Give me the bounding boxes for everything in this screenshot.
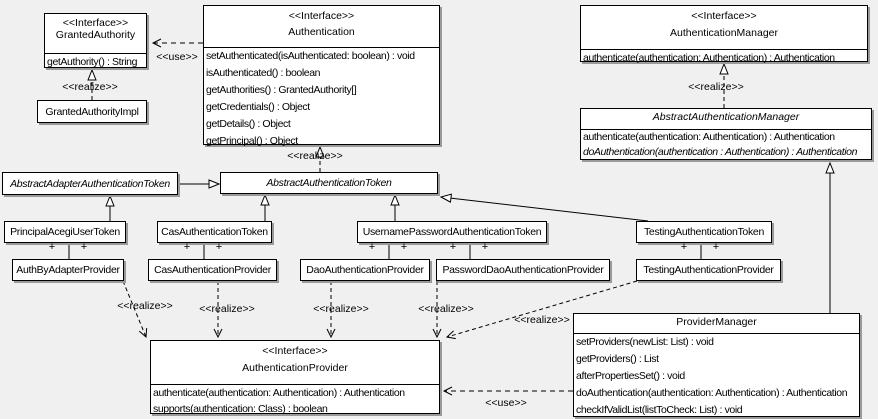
realize-stereotype-label: <<realize>> — [199, 303, 255, 315]
class-name: AbstractAuthenticationToken — [266, 177, 392, 189]
class-provider-manager: ProviderManager setProviders(newList: Li… — [573, 313, 860, 417]
association-end-plus: + — [80, 241, 88, 253]
member: afterPropertiesSet() : void — [576, 370, 685, 382]
realize-stereotype-label: <<realize>> — [514, 314, 570, 326]
class-name: DaoAuthenticationProvider — [306, 264, 424, 276]
realize-stereotype-label: <<realize>> — [313, 303, 369, 315]
member: getCredentials() : Object — [206, 101, 310, 113]
member: authenticate(authentication: Authenticat… — [153, 387, 405, 399]
use-stereotype-label: <<use>> — [485, 397, 527, 409]
class-dao-authentication-provider: DaoAuthenticationProvider — [300, 259, 430, 281]
class-name: ProviderManager — [676, 316, 757, 328]
member: checkIfValidList(listToCheck: List) : vo… — [576, 404, 743, 416]
association-end-plus: + — [400, 241, 408, 253]
class-authentication-provider: <<Interface>> AuthenticationProvider aut… — [150, 340, 440, 415]
member: getAuthority() : String — [47, 56, 138, 68]
edge-gen-testingauthenticationtoken — [439, 193, 649, 222]
association-end-plus: + — [481, 241, 489, 253]
class-name: Authentication — [288, 26, 355, 38]
class-auth-by-adapter-provider: AuthByAdapterProvider — [12, 259, 124, 281]
association-end-plus: + — [183, 241, 191, 253]
class-principal-acegi-user-token: PrincipalAcegiUserToken — [4, 221, 126, 243]
class-name: TestingAuthenticationToken — [643, 226, 765, 238]
member: supports(authentication: Class) : boolea… — [153, 403, 328, 415]
edge-realize-authbyadapterprovider — [122, 280, 148, 339]
class-name: PrincipalAcegiUserToken — [10, 226, 120, 238]
stereotype-label: <<Interface>> — [691, 10, 757, 22]
realize-stereotype-label: <<realize>> — [62, 81, 118, 93]
class-abstract-authentication-token: AbstractAuthenticationToken — [220, 172, 438, 194]
class-username-password-authentication-token: UsernamePasswordAuthenticationToken — [357, 221, 547, 243]
stereotype-label: <<Interface>> — [288, 10, 355, 22]
class-name: AuthenticationProvider — [242, 362, 348, 374]
use-stereotype-label: <<use>> — [156, 51, 198, 63]
realize-stereotype-label: <<realize>> — [117, 300, 173, 312]
member: doAuthentication(authentication : Authen… — [583, 146, 858, 158]
class-password-dao-authentication-provider: PasswordDaoAuthenticationProvider — [436, 259, 610, 281]
realize-stereotype-label: <<realize>> — [418, 303, 474, 315]
member: getPrincipal() : Object — [206, 135, 298, 147]
member: doAuthentication(authentication: Authent… — [576, 387, 848, 399]
edge-realize-testingauthenticationprovider — [445, 280, 638, 340]
class-name: AbstractAdapterAuthenticationToken — [10, 177, 170, 190]
class-cas-authentication-token: CasAuthenticationToken — [157, 221, 272, 243]
class-abstract-adapter-authentication-token: AbstractAdapterAuthenticationToken — [2, 172, 178, 195]
class-name: AuthByAdapterProvider — [16, 264, 120, 276]
class-testing-authentication-provider: TestingAuthenticationProvider — [636, 259, 781, 281]
class-granted-authority-impl: GrantedAuthorityImpl — [37, 100, 147, 123]
class-name: TestingAuthenticationProvider — [643, 264, 774, 276]
member: authenticate(authentication: Authenticat… — [583, 52, 835, 64]
association-end-plus: + — [680, 241, 688, 253]
class-authentication: <<Interface>> Authentication setAuthenti… — [203, 5, 440, 147]
class-name: CasAuthenticationProvider — [154, 264, 271, 276]
class-name: AbstractAuthenticationManager — [652, 111, 800, 123]
class-name: CasAuthenticationToken — [161, 226, 268, 238]
stereotype-label: <<Interface>> — [262, 345, 328, 357]
class-testing-authentication-token: TestingAuthenticationToken — [636, 221, 772, 243]
class-name: GrantedAuthority — [55, 29, 136, 41]
realize-stereotype-label: <<realize>> — [287, 150, 343, 162]
class-granted-authority: <<Interface>> GrantedAuthority getAuthor… — [44, 13, 147, 68]
member: authenticate(authentication: Authenticat… — [583, 131, 835, 143]
association-end-plus: + — [712, 241, 720, 253]
association-end-plus: + — [368, 241, 376, 253]
realize-stereotype-label: <<realize>> — [688, 81, 744, 93]
association-end-plus: + — [215, 241, 223, 253]
member: setProviders(newList: List) : void — [576, 336, 714, 348]
member: getAuthorities() : GrantedAuthority[] — [206, 84, 357, 96]
association-end-plus: + — [48, 241, 56, 253]
class-cas-authentication-provider: CasAuthenticationProvider — [148, 259, 277, 281]
class-name: GrantedAuthorityImpl — [45, 105, 139, 118]
class-name: UsernamePasswordAuthenticationToken — [362, 226, 542, 238]
member: getDetails() : Object — [206, 118, 291, 130]
association-end-plus: + — [449, 241, 457, 253]
member: setAuthenticated(isAuthenticated: boolea… — [206, 50, 415, 62]
stereotype-label: <<Interface>> — [62, 17, 129, 29]
class-abstract-authentication-manager: AbstractAuthenticationManager authentica… — [580, 108, 872, 160]
class-name: PasswordDaoAuthenticationProvider — [442, 264, 604, 276]
member: isAuthenticated() : boolean — [206, 67, 321, 79]
class-name: AuthenticationManager — [670, 27, 778, 39]
class-authentication-manager: <<Interface>> AuthenticationManager auth… — [580, 5, 868, 64]
member: getProviders() : List — [576, 353, 659, 365]
